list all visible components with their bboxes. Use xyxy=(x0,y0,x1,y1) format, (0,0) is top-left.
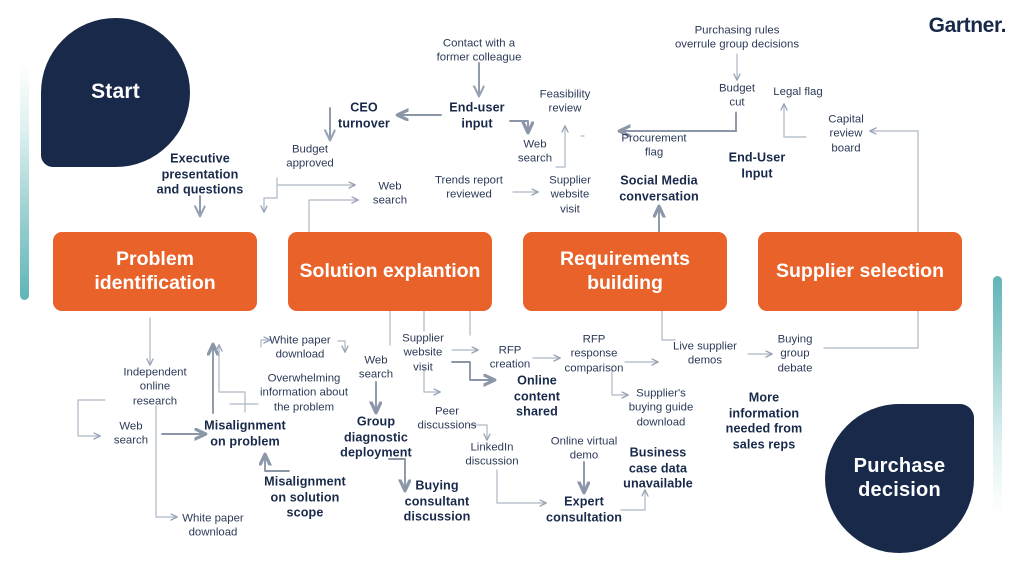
node-online-virtual-demo[interactable]: Online virtual demo xyxy=(550,435,618,462)
node-procurement-flag[interactable]: Procurement flag xyxy=(621,132,687,159)
node-online-content-shared[interactable]: Online content shared xyxy=(513,373,561,419)
node-executive-presentation-and-questions[interactable]: Executive presentation and questions xyxy=(156,151,244,197)
node-overwhelming-information-about-the-problem[interactable]: Overwhelming information about the probl… xyxy=(259,372,349,414)
decorative-gradient-bar-right xyxy=(993,276,1002,514)
node-supplier-website-visit-bottom[interactable]: Supplier website visit xyxy=(402,332,444,374)
node-group-diagnostic-deployment[interactable]: Group diagnostic deployment xyxy=(340,414,412,460)
node-purchasing-rules-overrule-group-decisions[interactable]: Purchasing rules overrule group decision… xyxy=(674,24,800,51)
node-peer-discussions[interactable]: Peer discussions xyxy=(417,405,477,432)
node-live-supplier-demos[interactable]: Live supplier demos xyxy=(673,340,737,367)
stage-solution-explantion[interactable]: Solution explantion xyxy=(288,232,492,311)
node-contact-with-a-former-colleague[interactable]: Contact with a former colleague xyxy=(436,37,522,64)
node-web-search-top-2[interactable]: Web search xyxy=(372,180,408,207)
node-independent-online-research[interactable]: Independent online research xyxy=(123,366,187,408)
node-budget-approved[interactable]: Budget approved xyxy=(286,143,334,170)
purchase-decision-terminator[interactable]: Purchase decision xyxy=(825,404,974,553)
node-web-search-top-1[interactable]: Web search xyxy=(517,138,553,165)
node-end-user-input[interactable]: End-user input xyxy=(449,100,505,130)
node-more-information-needed-from-sales-reps[interactable]: More information needed from sales reps xyxy=(725,390,803,452)
node-trends-report-reviewed[interactable]: Trends report reviewed xyxy=(435,174,503,201)
node-supplier-website-visit-top[interactable]: Supplier website visit xyxy=(549,174,591,216)
node-buying-consultant-discussion[interactable]: Buying consultant discussion xyxy=(403,478,471,524)
gartner-logo-text: Gartner xyxy=(928,14,1001,37)
node-expert-consultation[interactable]: Expert consultation xyxy=(545,494,623,524)
node-social-media-conversation[interactable]: Social Media conversation xyxy=(619,173,699,203)
node-linkedin-discussion[interactable]: LinkedIn discussion xyxy=(465,441,519,468)
node-business-case-data-unavailable[interactable]: Business case data unavailable xyxy=(623,445,693,491)
stage-requirements-building[interactable]: Requirements building xyxy=(523,232,727,311)
node-suppliers-buying-guide-download[interactable]: Supplier's buying guide download xyxy=(628,387,694,429)
node-capital-review-board[interactable]: Capital review board xyxy=(828,113,864,155)
node-misalignment-on-solution-scope[interactable]: Misalignment on solution scope xyxy=(264,474,346,520)
node-ceo-turnover[interactable]: CEO turnover xyxy=(338,100,390,130)
decorative-gradient-bar-left xyxy=(20,62,29,300)
start-terminator[interactable]: Start xyxy=(41,18,190,167)
gartner-logo-mark: . xyxy=(1000,14,1007,37)
node-buying-group-debate[interactable]: Buying group debate xyxy=(777,333,813,375)
node-legal-flag[interactable]: Legal flag xyxy=(773,85,823,98)
node-misalignment-on-problem[interactable]: Misalignment on problem xyxy=(204,418,286,448)
stage-problem-identification[interactable]: Problem identification xyxy=(53,232,257,311)
node-end-user-input-2[interactable]: End-User Input xyxy=(728,150,786,180)
node-feasibility-review[interactable]: Feasibility review xyxy=(539,88,591,115)
node-web-search-bottom-2[interactable]: Web search xyxy=(358,354,394,381)
node-white-paper-download-bottom-left[interactable]: White paper download xyxy=(182,512,244,539)
node-rfp-response-comparison[interactable]: RFP response comparison xyxy=(564,333,624,375)
node-web-search-bottom-1[interactable]: Web search xyxy=(113,420,149,447)
stage-supplier-selection[interactable]: Supplier selection xyxy=(758,232,962,311)
node-white-paper-download-top[interactable]: White paper download xyxy=(269,334,331,361)
node-budget-cut[interactable]: Budget cut xyxy=(718,82,756,109)
node-rfp-creation[interactable]: RFP creation xyxy=(489,344,531,371)
gartner-logo: Gartner. xyxy=(928,14,1007,38)
